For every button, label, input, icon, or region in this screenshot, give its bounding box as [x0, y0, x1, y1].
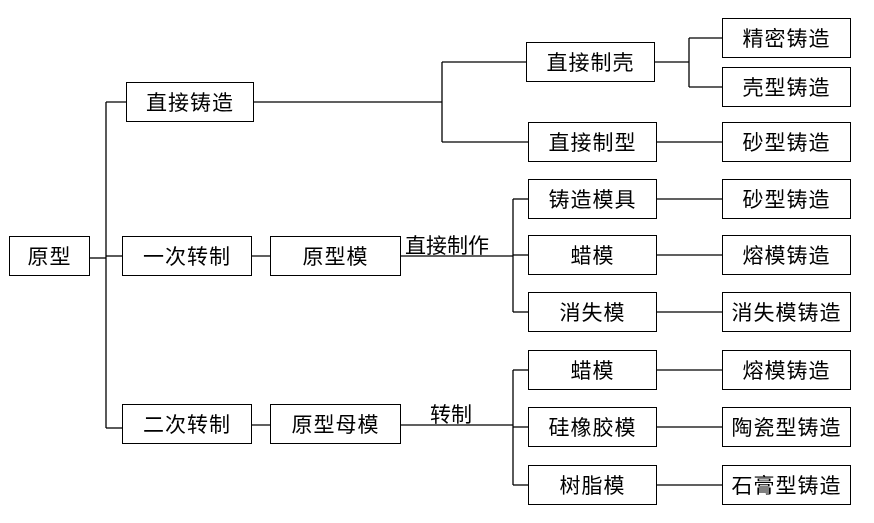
node-lost-foam-cast: 消失模铸造 [722, 292, 851, 332]
node-shell-cast: 壳型铸造 [722, 67, 851, 107]
edge-label-direct-make: 直接制作 [405, 234, 489, 258]
node-casting-tooling: 铸造模具 [528, 179, 657, 219]
node-direct-shell: 直接制壳 [526, 42, 655, 82]
node-direct-mold: 直接制型 [528, 122, 657, 162]
node-wax-2: 蜡模 [528, 350, 657, 390]
node-root: 原型 [9, 236, 90, 276]
node-sand-cast-2: 砂型铸造 [722, 179, 851, 219]
edge-label-transfer: 转制 [430, 403, 472, 427]
node-direct-cast: 直接铸造 [126, 82, 254, 122]
node-investment-cast-2: 熔模铸造 [722, 350, 851, 390]
node-investment-cast-1: 熔模铸造 [722, 235, 851, 275]
node-second-copy: 二次转制 [122, 404, 252, 444]
node-precision-cast: 精密铸造 [722, 18, 851, 58]
node-lost-foam: 消失模 [528, 292, 657, 332]
node-pattern-mold: 原型模 [270, 236, 401, 276]
node-silicone-mold: 硅橡胶模 [528, 407, 657, 447]
node-resin-mold: 树脂模 [528, 465, 657, 505]
node-wax-1: 蜡模 [528, 235, 657, 275]
node-sand-cast-1: 砂型铸造 [722, 122, 851, 162]
node-master-mold: 原型母模 [270, 404, 401, 444]
node-first-copy: 一次转制 [122, 236, 252, 276]
node-ceramic-cast: 陶瓷型铸造 [722, 407, 851, 447]
node-plaster-cast: 石膏型铸造 [722, 465, 851, 505]
